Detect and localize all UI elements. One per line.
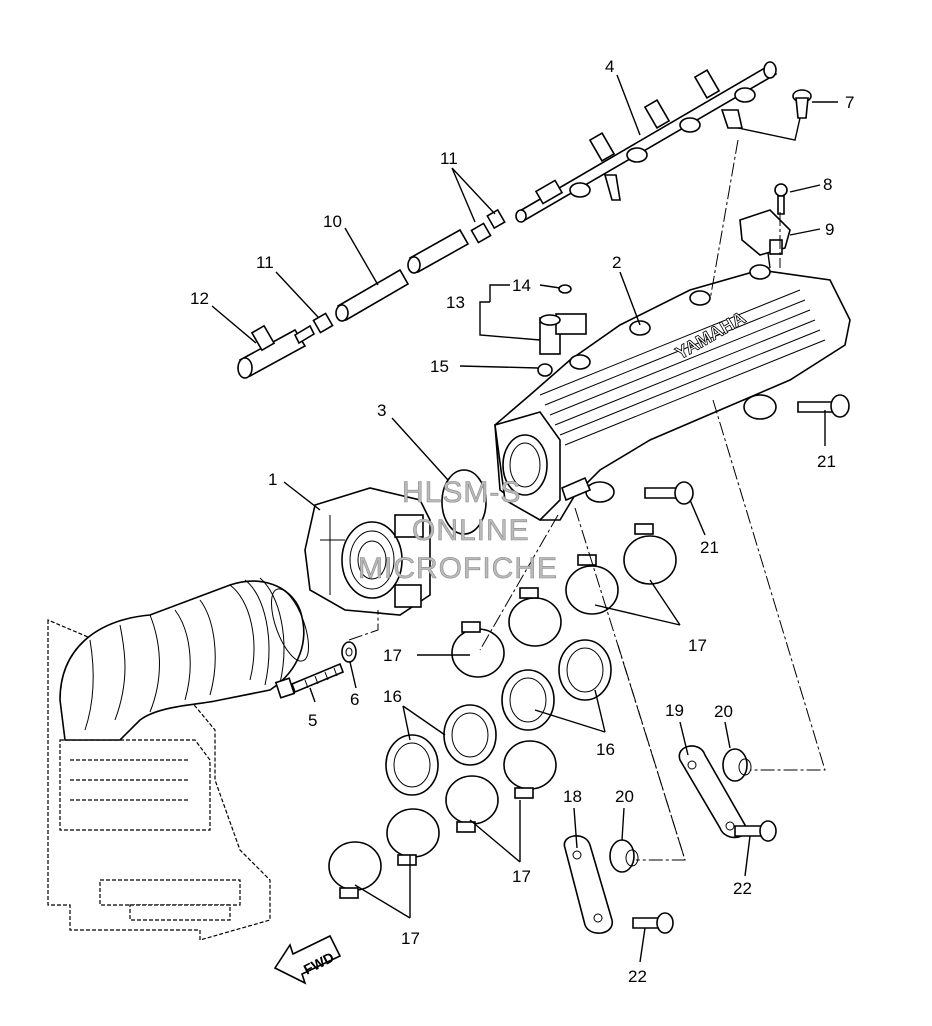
bolt-5 [274,662,345,699]
callout-21-upper: 21 [817,452,836,471]
callout-22-right: 22 [733,879,752,898]
intake-manifold: YAMAHA [494,264,851,521]
joint-16-group [385,639,612,796]
watermark-line-2: ONLINE [412,514,530,547]
bracket-19 [678,745,747,839]
callout-17-left: 17 [383,646,402,665]
callout-7: 7 [845,93,854,112]
callout-14: 14 [512,276,531,295]
fuel-rail [515,61,778,223]
callout-10: 10 [323,212,342,231]
callout-11-left: 11 [256,253,274,272]
clamp-17-group-right [451,523,677,678]
fuel-hose [335,228,470,322]
washer-6 [341,641,357,663]
callout-17-right: 17 [688,636,707,655]
callout-17-bottom: 17 [401,929,420,948]
watermark-line-3: MICROFICHE [358,552,558,585]
callout-19: 19 [665,701,684,720]
callout-9: 9 [825,220,834,239]
fuel-connector-12 [237,324,316,379]
damper-20a [722,748,752,782]
callout-4: 4 [605,57,614,76]
damper-20b [609,839,639,873]
seal-15 [537,363,553,377]
callout-16-left: 16 [383,687,402,706]
hose-clamp-11c [312,312,334,334]
bolt-7 [792,89,812,119]
callout-1: 1 [268,470,277,489]
bolt-8 [774,183,788,215]
bolt-22b [632,912,674,934]
callout-18: 18 [563,787,582,806]
callout-13: 13 [446,293,465,312]
callout-20-upper: 20 [714,702,733,721]
bolt-22a [734,820,777,842]
callout-11-top: 11 [440,149,458,168]
callout-12: 12 [190,289,209,308]
o-ring [441,469,487,535]
callout-5: 5 [308,711,317,730]
callout-20-lower: 20 [615,787,634,806]
callout-8: 8 [823,175,832,194]
assembly-lines [479,139,826,861]
clamp-17-group-left [328,740,557,899]
callout-3: 3 [377,401,386,420]
forward-arrow: FWD [273,934,342,985]
hose-clamp-11b [486,208,506,230]
callout-16-right: 16 [596,740,615,759]
callout-labels: 1 2 3 4 5 6 7 8 9 10 11 11 12 13 14 15 1… [190,57,854,986]
watermark: HLSM-S ONLINE MICROFICHE [358,476,558,586]
fuel-injector [539,313,587,355]
hose-clamp-11a [470,222,492,244]
callout-6: 6 [350,690,359,709]
sensor-9 [739,209,791,256]
bolt-21b [644,481,694,505]
throttle-body [304,487,431,616]
callout-2: 2 [612,253,621,272]
bracket-18 [563,835,613,934]
callout-17-mid: 17 [512,867,531,886]
leader-lines [211,74,838,963]
callout-15: 15 [430,357,449,376]
intake-duct [59,577,309,741]
callout-21-lower: 21 [700,538,719,557]
seal-14 [558,284,572,294]
watermark-line-1: HLSM-S [402,476,521,509]
callout-22-bottom: 22 [628,967,647,986]
bolt-21a [797,394,850,418]
